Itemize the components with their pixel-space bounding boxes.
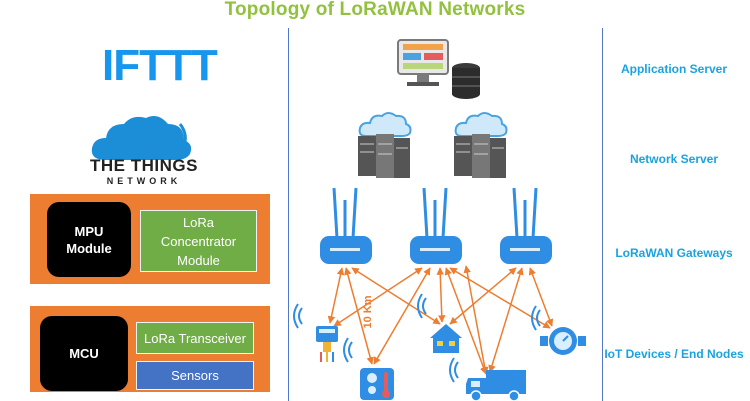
mcu-block: MCU <box>40 316 128 391</box>
network-server-icon-2 <box>454 112 508 178</box>
mpu-label-2: Module <box>66 240 112 256</box>
diagram-title: Topology of LoRaWAN Networks <box>224 0 526 20</box>
smart-home-icon <box>417 293 462 353</box>
layer-label-devices: IoT Devices / End Nodes <box>604 347 744 361</box>
ttn-name-line2: NETWORK <box>106 176 182 186</box>
concentrator-label-3: Module <box>177 252 220 268</box>
ifttt-logo: IFTTT <box>102 41 218 90</box>
water-meter-icon <box>531 305 586 355</box>
transceiver-label: LoRa Transceiver <box>144 330 246 346</box>
gateway-icon-1 <box>320 187 372 264</box>
ttn-cloud-icon <box>91 116 192 160</box>
sensors-label: Sensors <box>171 368 219 383</box>
network-server-icon-1 <box>358 112 412 178</box>
radio-links <box>327 265 554 375</box>
layer-label-network: Network Server <box>629 152 719 166</box>
concentrator-label-2: Concentrator <box>160 233 237 249</box>
parking-sensor-icon <box>293 303 338 362</box>
lora-transceiver-block: LoRa Transceiver <box>136 322 254 354</box>
mpu-label-1: MPU <box>74 223 104 239</box>
layer-label-gateways: LoRaWAN Gateways <box>615 246 733 260</box>
thermometer-sensor-icon <box>343 337 394 400</box>
delivery-truck-icon <box>449 357 526 401</box>
gateway-icon-2 <box>410 187 462 264</box>
topology-diagram <box>293 39 586 401</box>
application-server-icon <box>397 39 480 99</box>
sensors-block: Sensors <box>136 361 254 390</box>
left-divider <box>288 28 289 401</box>
gateway-icon-3 <box>500 187 552 264</box>
right-divider <box>602 28 603 401</box>
layer-label-application: Application Server <box>620 62 728 76</box>
distance-label: 10 Km <box>362 295 374 329</box>
mcu-label: MCU <box>69 346 99 361</box>
concentrator-label-1: LoRa <box>182 214 215 230</box>
ttn-name-line1: THE THINGS <box>90 156 198 175</box>
